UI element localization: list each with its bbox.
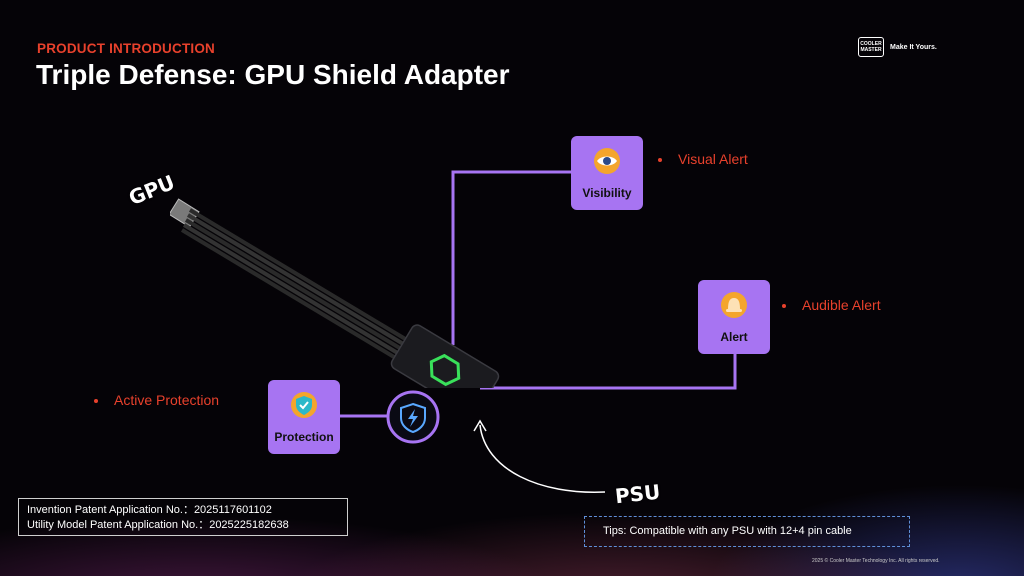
lightning-shield-icon	[400, 402, 426, 434]
cooler-master-logo-icon: COOLER MASTER	[858, 37, 884, 57]
visual-alert-bullet: Visual Alert	[658, 151, 748, 167]
logo-line-2: MASTER	[860, 47, 882, 53]
copyright-text: 2025 © Cooler Master Technology Inc. All…	[812, 558, 940, 564]
eyebrow-label: PRODUCT INTRODUCTION	[37, 41, 215, 56]
gpu-shield-adapter	[168, 178, 510, 416]
logo-line-1: COOLER	[860, 41, 882, 47]
visibility-label: Visibility	[582, 186, 632, 200]
protection-label: Protection	[274, 430, 334, 444]
page-title: Triple Defense: GPU Shield Adapter	[36, 59, 510, 90]
brand-logo: COOLER MASTER Make It Yours.	[858, 37, 937, 57]
brand-tagline: Make It Yours.	[890, 43, 937, 51]
bell-icon	[720, 291, 748, 324]
alert-connector	[480, 354, 737, 390]
invention-patent-text: Invention Patent Application No.：2025117…	[27, 504, 272, 516]
patent-info-box: Invention Patent Application No.：2025117…	[18, 498, 348, 536]
alert-card: Alert	[698, 280, 770, 354]
active-protection-bullet: Active Protection	[94, 392, 219, 408]
utility-patent-text: Utility Model Patent Application No.：202…	[27, 519, 289, 531]
led-indicator-icon	[429, 353, 461, 387]
psu-arrow-head	[473, 419, 487, 432]
psu-label: PSU	[613, 479, 662, 509]
adapter-module	[390, 324, 500, 416]
protection-card: Protection	[268, 380, 340, 454]
alert-label: Alert	[720, 330, 748, 344]
adapter-illustration	[168, 198, 500, 416]
tips-box: Tips: Compatible with any PSU with 12+4 …	[584, 516, 910, 547]
shield-check-icon	[290, 391, 318, 424]
visibility-card: Visibility	[571, 136, 643, 210]
visual-alert-text: Visual Alert	[678, 151, 748, 167]
active-protection-text: Active Protection	[114, 392, 220, 408]
audible-alert-text: Audible Alert	[802, 297, 881, 313]
visibility-connector	[451, 170, 571, 345]
eye-icon	[593, 147, 621, 180]
psu-arrow-curve	[479, 424, 606, 493]
audible-alert-bullet: Audible Alert	[782, 297, 881, 313]
